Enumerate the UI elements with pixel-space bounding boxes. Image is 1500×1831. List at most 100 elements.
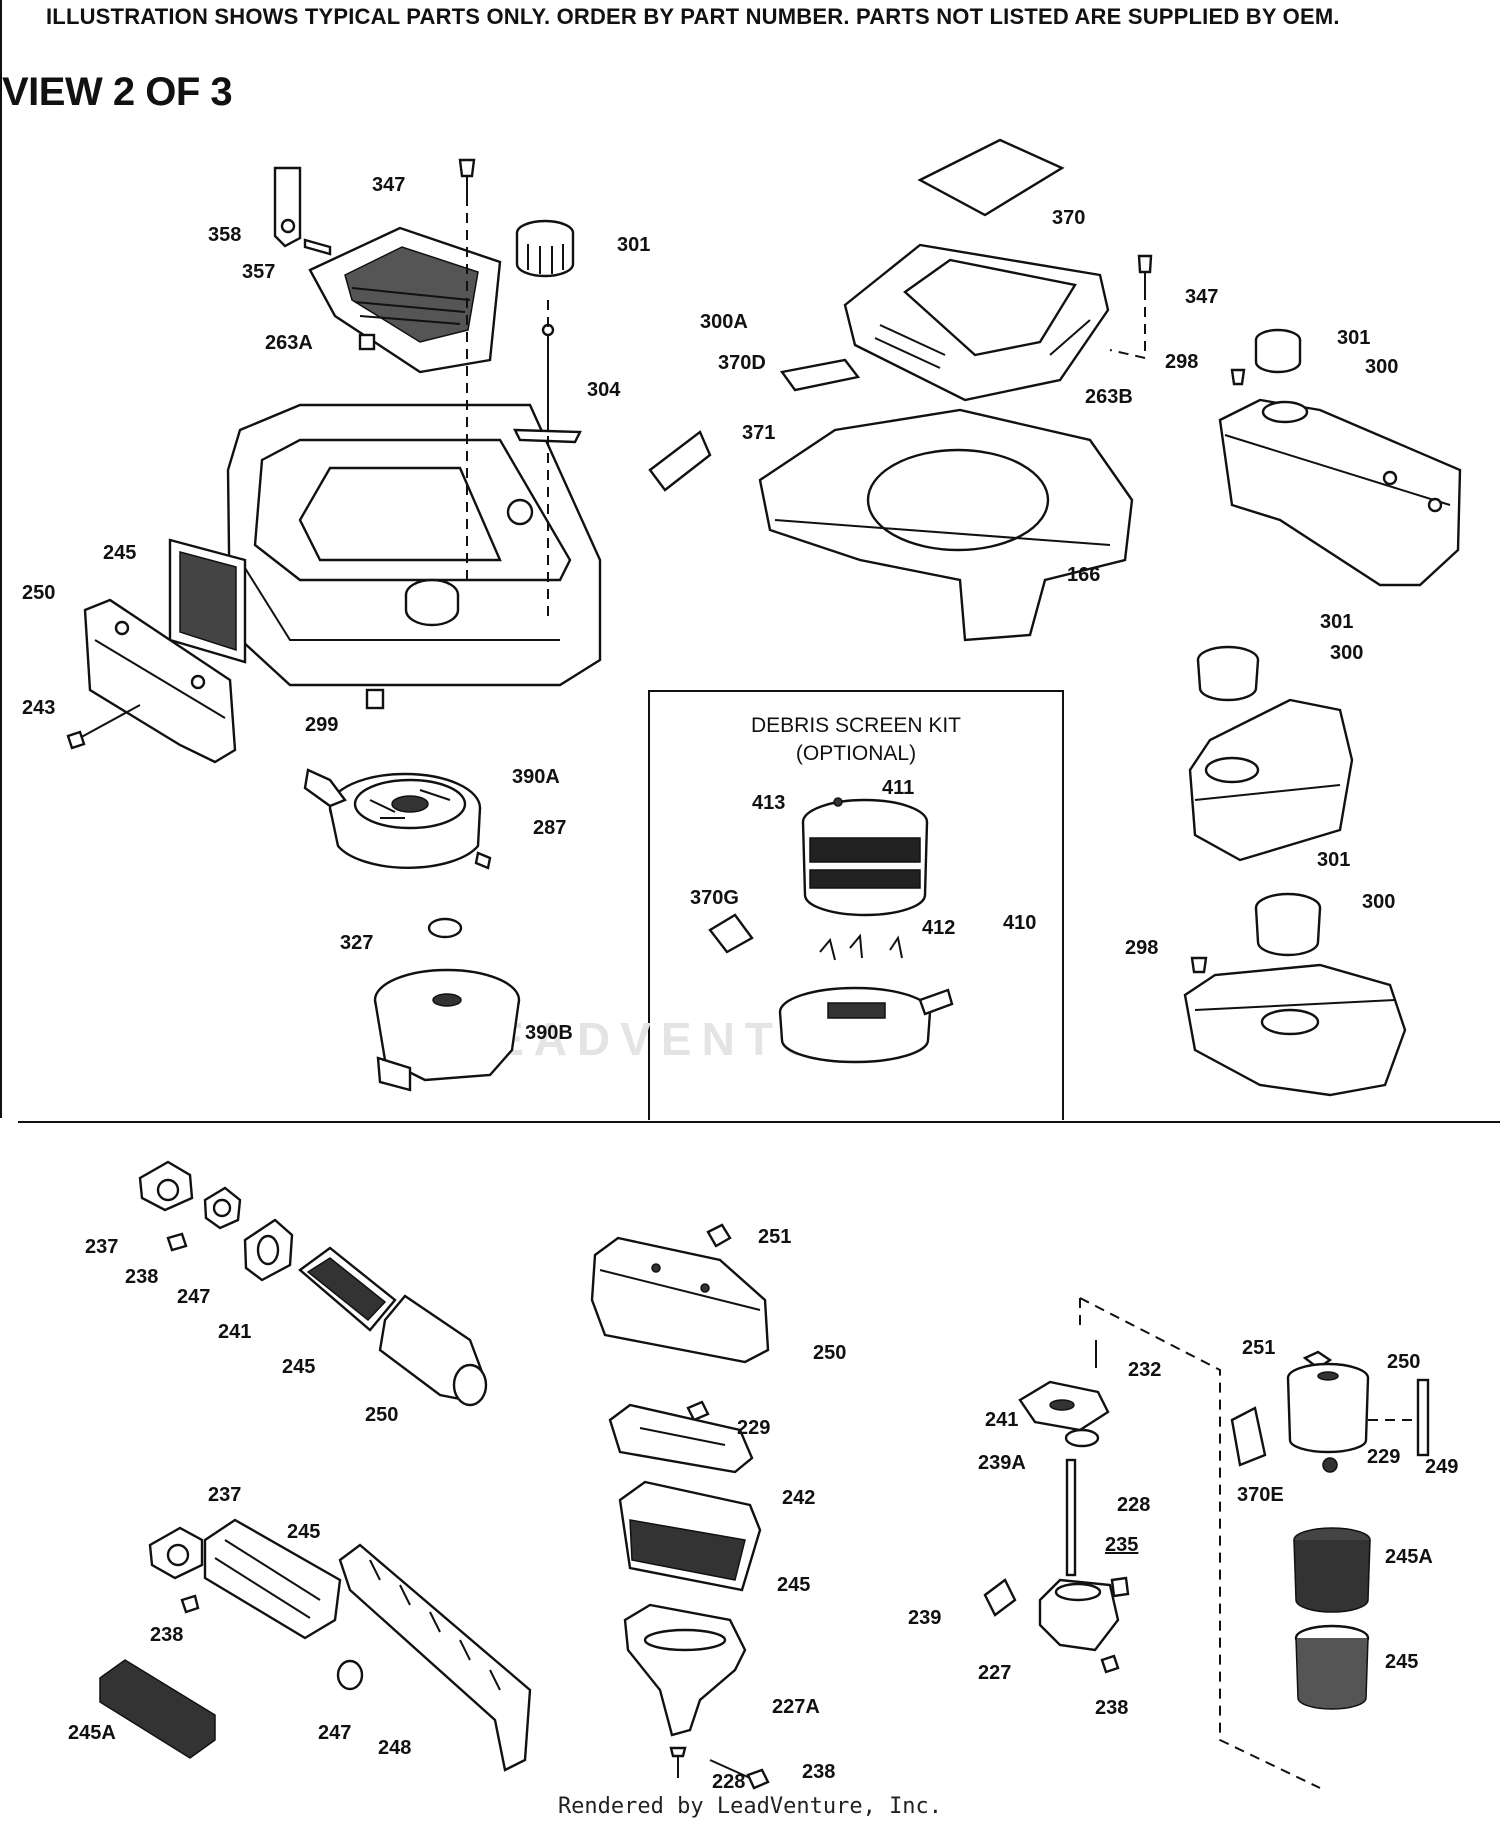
callout-239a: 239A [978, 1452, 1026, 1474]
part-label-370g [708, 913, 754, 954]
part-gas-cap-301-a [515, 219, 575, 278]
callout-245-d: 245 [777, 1574, 811, 1596]
callout-241-b: 241 [985, 1409, 1019, 1431]
callout-300-a: 300 [1365, 356, 1399, 378]
callout-238-a: 238 [125, 1266, 159, 1288]
callout-227: 227 [978, 1662, 1012, 1684]
part-screw-298-b [1190, 956, 1208, 974]
callout-370g: 370G [690, 887, 739, 909]
part-fuel-tank-300-c [1183, 963, 1407, 1097]
part-cover-250-d [1286, 1362, 1370, 1454]
footer-credit: Rendered by LeadVenture, Inc. [557, 1794, 943, 1819]
callout-238-c: 238 [802, 1761, 836, 1783]
callout-300-b: 300 [1330, 642, 1364, 664]
callout-370d: 370D [718, 352, 766, 374]
callout-370: 370 [1052, 207, 1086, 229]
part-adapter-241-a [243, 1218, 294, 1282]
part-filter-245-c [203, 1518, 342, 1640]
callout-298-a: 298 [1165, 351, 1199, 373]
callout-238-d: 238 [1095, 1697, 1129, 1719]
part-starter-390b [373, 968, 521, 1092]
part-fan-shroud-166 [758, 408, 1134, 642]
callout-250-c: 250 [813, 1342, 847, 1364]
part-label-370 [917, 138, 1065, 217]
callout-301-d: 301 [1317, 849, 1351, 871]
callout-245-c: 245 [287, 1521, 321, 1543]
callout-301-a: 301 [617, 234, 651, 256]
callout-247-a: 247 [177, 1286, 211, 1308]
callout-228-a: 228 [712, 1771, 746, 1793]
part-starter-390a [303, 768, 482, 869]
debris-screen-kit-title: DEBRIS SCREEN KIT (OPTIONAL) [648, 712, 1064, 768]
part-clamp-247-a [203, 1186, 242, 1230]
callout-242: 242 [782, 1487, 816, 1509]
callout-245-a: 245 [103, 542, 137, 564]
part-seal-239a [1064, 1428, 1100, 1448]
part-gas-cap-301-b [1254, 328, 1302, 374]
callout-347-b: 347 [1185, 286, 1219, 308]
callout-229-a: 229 [737, 1417, 771, 1439]
part-air-filter-245-a [168, 538, 247, 664]
callout-412: 412 [922, 917, 956, 939]
part-air-cleaner-cover-250-a [83, 598, 237, 764]
part-gasket-242 [608, 1403, 754, 1474]
part-clip-299 [365, 688, 385, 710]
part-foam-filter-245a-a [99, 1659, 216, 1759]
callout-250-b: 250 [365, 1404, 399, 1426]
kit-dashed-boundary [1079, 1297, 1321, 1789]
part-screw-238-a [166, 1232, 188, 1252]
part-gasket-239 [983, 1578, 1017, 1617]
header-notice: ILLUSTRATION SHOWS TYPICAL PARTS ONLY. O… [46, 4, 1340, 29]
callout-301-b: 301 [1337, 327, 1371, 349]
part-base-227 [1038, 1578, 1120, 1652]
debris-screen-kit-box [648, 690, 1064, 1120]
part-adapter-241-b [1018, 1380, 1110, 1432]
callout-287: 287 [533, 817, 567, 839]
part-screw-228-a [669, 1746, 687, 1778]
callout-251-b: 251 [1242, 1337, 1276, 1359]
part-nut-229-b [1322, 1457, 1338, 1473]
callout-390a: 390A [512, 766, 560, 788]
part-bolt-347-a [458, 158, 476, 196]
part-bolt-347-b [1137, 254, 1153, 290]
callout-263b: 263B [1085, 386, 1133, 408]
part-filter-245-d [618, 1480, 762, 1592]
callout-166: 166 [1067, 564, 1101, 586]
callout-249: 249 [1425, 1456, 1459, 1478]
part-filter-245-b [298, 1246, 397, 1332]
callout-238-b: 238 [150, 1624, 184, 1646]
part-decal-371 [648, 430, 712, 492]
callout-358: 358 [208, 224, 242, 246]
part-base-227a [623, 1603, 747, 1737]
part-elbow-237-b [148, 1526, 204, 1580]
callout-250-a: 250 [22, 582, 56, 604]
callout-347-a: 347 [372, 174, 406, 196]
part-gas-cap-301-c [1196, 645, 1260, 702]
part-clamp-247-b [336, 1659, 364, 1691]
callout-228-b: 228 [1117, 1494, 1151, 1516]
leader-dashed-347b [1109, 290, 1146, 360]
callout-229-b: 229 [1367, 1446, 1401, 1468]
part-clips-412 [819, 933, 903, 961]
part-shroud-assembly [226, 403, 602, 687]
callout-299: 299 [305, 714, 339, 736]
callout-357: 357 [242, 261, 276, 283]
callout-300a: 300A [700, 311, 748, 333]
part-hose-248 [338, 1543, 532, 1772]
callout-298-b: 298 [1125, 937, 1159, 959]
part-label-370d [779, 358, 861, 392]
callout-232: 232 [1128, 1359, 1162, 1381]
callout-304: 304 [587, 379, 621, 401]
callout-227a: 227A [772, 1696, 820, 1718]
part-gas-cap-301-d [1254, 892, 1322, 957]
callout-237-b: 237 [208, 1484, 242, 1506]
part-fuel-tank-300-a [1218, 398, 1462, 587]
callout-371: 371 [742, 422, 776, 444]
part-debris-screen-411 [801, 798, 929, 917]
callout-245-e: 245 [1385, 1651, 1419, 1673]
part-label-370e [1230, 1406, 1267, 1467]
part-screw-298-a [1230, 368, 1246, 386]
section-divider [18, 1121, 1500, 1123]
